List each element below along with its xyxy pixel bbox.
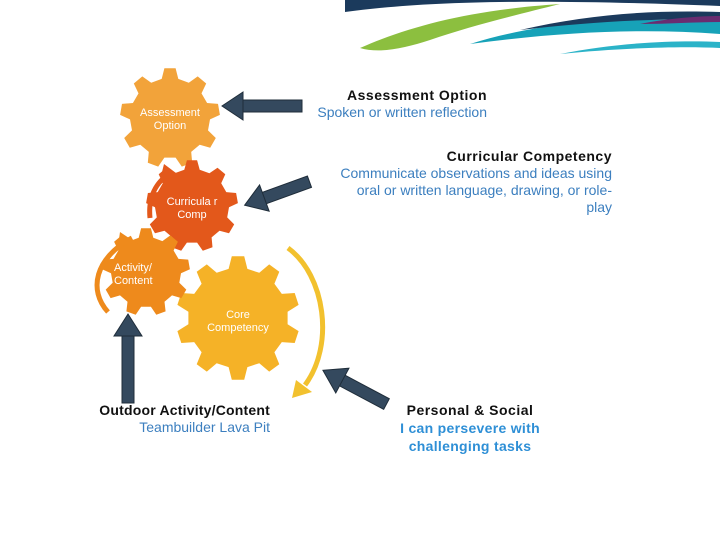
curved-arrow-core bbox=[288, 248, 323, 385]
gear-core-label: Core Competency bbox=[198, 309, 278, 335]
outdoor-callout-title: Outdoor Activity/Content bbox=[70, 402, 270, 419]
assessment-callout: Assessment Option Spoken or written refl… bbox=[290, 87, 487, 121]
gear-assessment-label: Assessment Option bbox=[134, 107, 206, 133]
personal-callout-title: Personal & Social bbox=[340, 402, 600, 419]
curved-arrow-activity-head bbox=[118, 232, 138, 246]
gear-curricular-label: Curricula r Comp bbox=[162, 196, 222, 222]
assessment-callout-detail: Spoken or written reflection bbox=[290, 104, 487, 121]
curricular-callout: Curricular Competency Communicate observ… bbox=[266, 148, 612, 216]
gear-activity-label: Activity/ Content bbox=[114, 262, 176, 288]
curricular-callout-detail: Communicate observations and ideas using… bbox=[336, 165, 612, 216]
arrow-outdoor bbox=[114, 314, 142, 403]
personal-callout: Personal & Social I can persevere with c… bbox=[340, 402, 600, 455]
personal-callout-detail: I can persevere with challenging tasks bbox=[340, 419, 600, 455]
assessment-callout-title: Assessment Option bbox=[290, 87, 487, 104]
outdoor-callout-detail: Teambuilder Lava Pit bbox=[70, 419, 270, 436]
outdoor-callout: Outdoor Activity/Content Teambuilder Lav… bbox=[70, 402, 270, 436]
curricular-callout-title: Curricular Competency bbox=[266, 148, 612, 165]
